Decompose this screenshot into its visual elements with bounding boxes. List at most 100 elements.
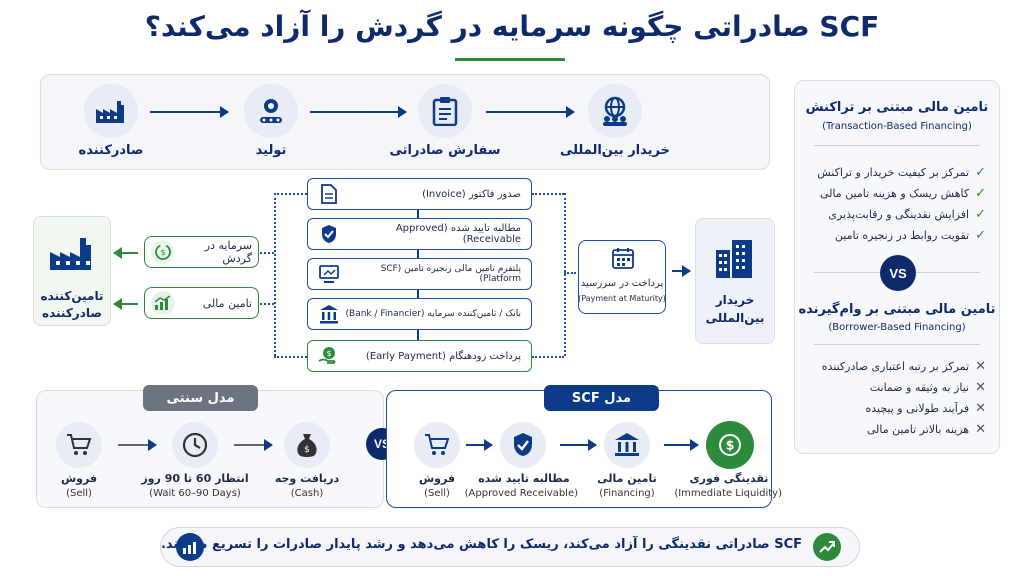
side-top-list: ✓تمرکز بر کیفیت خریدار و تراکنش ✓کاهش ری… — [810, 162, 986, 246]
maturity-box — [578, 240, 666, 314]
dotted-connector — [260, 303, 274, 305]
flow-arrow — [486, 106, 575, 118]
cross-icon: ✕ — [975, 401, 986, 416]
top-flow-label-export-order: سفارش صادراتی — [389, 143, 501, 158]
dotted-connector — [260, 252, 274, 254]
step-early-payment: پرداخت زودهنگام (Early Payment) $ — [307, 340, 532, 372]
scf-model-header: مدل SCF — [544, 385, 659, 411]
globe-people-icon — [588, 84, 642, 138]
traditional-label-wait: انتظار 60 تا 90 روز — [141, 472, 249, 485]
chip-financing: تامین مالی — [144, 287, 259, 319]
top-flow-label-buyer: خریدار بین‌المللی — [559, 143, 670, 158]
supplier-exporter-box — [33, 216, 111, 326]
scf-sub-liquidity: (Immediate Liquidity) — [674, 488, 782, 499]
svg-text:$: $ — [725, 439, 734, 454]
dotted-connector-right — [564, 193, 566, 356]
cart-icon — [414, 422, 460, 468]
shield-check-icon — [500, 422, 546, 468]
side-top-sub: (Transaction-Based Financing) — [822, 121, 972, 132]
buyer-label-1: خریدار — [715, 293, 755, 307]
step-scf-platform: پلتفرم تامین مالی زنجیره تامین (SCF Plat… — [307, 258, 532, 290]
flow-arrow — [466, 439, 493, 451]
step-invoice: صدور فاکتور (Invoice) — [307, 178, 532, 210]
scf-sub-sell: (Sell) — [424, 488, 450, 499]
money-hand-icon: $ — [318, 345, 340, 367]
step-connector — [417, 290, 419, 298]
cart-icon — [56, 422, 102, 468]
step-connector — [417, 210, 419, 218]
traditional-label-sell: فروش — [60, 472, 98, 485]
growth-chart-icon — [151, 291, 175, 315]
dotted-connector — [274, 356, 307, 358]
side-bottom-list: ✕تمرکز بر رتبه اعتباری صادرکننده ✕نیاز ب… — [810, 356, 986, 440]
green-arrow — [113, 247, 138, 259]
shield-check-icon — [318, 223, 339, 245]
scf-sub-approved: (Approved Receivable) — [464, 488, 578, 499]
factory-icon — [48, 232, 98, 272]
top-flow-panel — [40, 74, 770, 170]
scf-label-liquidity: نقدینگی فوری — [689, 472, 769, 485]
flow-arrow — [118, 439, 157, 451]
buyer-label-2: بین‌المللی — [705, 311, 765, 325]
bar-chart-icon — [176, 533, 204, 561]
scf-sub-financing: (Financing) — [599, 488, 655, 499]
svg-text:$: $ — [326, 349, 331, 358]
check-icon: ✓ — [975, 165, 986, 180]
cycle-money-icon: $ — [151, 240, 175, 264]
step-bank: بانک / تامین‌کننده سرمایه (Bank / Financ… — [307, 298, 532, 330]
footer-banner — [160, 527, 860, 567]
cross-icon: ✕ — [975, 359, 986, 374]
money-bag-icon: $ — [284, 422, 330, 468]
cross-icon: ✕ — [975, 380, 986, 395]
clipboard-icon — [418, 84, 472, 138]
flow-arrow — [310, 106, 407, 118]
flow-arrow — [672, 265, 691, 277]
traditional-model-header: مدل سنتی — [143, 385, 258, 411]
bank-icon — [318, 303, 340, 325]
chip-working-capital: سرمایه در گردش $ — [144, 236, 259, 268]
maturity-sub: (Payment at Maturity) — [578, 294, 666, 303]
check-icon: ✓ — [975, 228, 986, 243]
maturity-label: پرداخت در سررسید — [580, 278, 664, 289]
traditional-label-cash: دریافت وجه — [274, 472, 340, 485]
side-bottom-sub: (Borrower-Based Financing) — [828, 322, 966, 333]
buyer-box — [695, 218, 775, 344]
list-item: ✕فرآیند طولانی و پیچیده — [865, 401, 986, 416]
dotted-connector — [274, 193, 307, 195]
trend-up-icon — [813, 533, 841, 561]
top-flow-label-exporter: صادرکننده — [78, 143, 144, 158]
clock-icon — [172, 422, 218, 468]
supplier-label-2: صادرکننده — [42, 306, 102, 320]
step-approved-receivable: مطالبه تایید شده (Approved Receivable) — [307, 218, 532, 250]
document-icon — [318, 183, 340, 205]
calendar-icon — [612, 247, 634, 273]
svg-text:$: $ — [160, 248, 165, 257]
dotted-connector-left — [274, 193, 276, 356]
flow-arrow — [664, 439, 699, 451]
factory-icon — [84, 84, 138, 138]
side-top-title: تامین مالی مبتنی بر تراکنش — [805, 100, 989, 115]
step-connector — [417, 250, 419, 258]
green-arrow — [113, 298, 138, 310]
scf-label-approved: مطالبه تایید شده — [478, 472, 570, 485]
page-title: SCF صادراتی چگونه سرمایه در گردش را آزاد… — [144, 10, 880, 43]
scf-label-financing: تامین مالی — [597, 472, 657, 485]
check-icon: ✓ — [975, 186, 986, 201]
list-item: ✓تقویت روابط در زنجیره تامین — [834, 228, 986, 243]
side-bottom-title: تامین مالی مبتنی بر وام‌گیرنده — [798, 302, 996, 317]
bank-icon — [604, 422, 650, 468]
production-gear-icon — [244, 84, 298, 138]
divider — [814, 145, 980, 146]
cross-icon: ✕ — [975, 422, 986, 437]
flow-arrow — [234, 439, 273, 451]
top-flow-label-production: تولید — [255, 143, 287, 158]
footer-text: SCF صادراتی نقدینگی را آزاد می‌کند، ریسک… — [160, 537, 802, 552]
list-item: ✓کاهش ریسک و هزینه تامین مالی — [819, 186, 986, 201]
title-underline — [455, 58, 565, 61]
dotted-connector — [532, 356, 564, 358]
list-item: ✕تمرکز بر رتبه اعتباری صادرکننده — [821, 359, 986, 374]
flow-arrow — [150, 106, 229, 118]
dotted-connector — [564, 272, 576, 274]
scf-label-sell: فروش — [418, 472, 456, 485]
dotted-connector — [532, 193, 564, 195]
